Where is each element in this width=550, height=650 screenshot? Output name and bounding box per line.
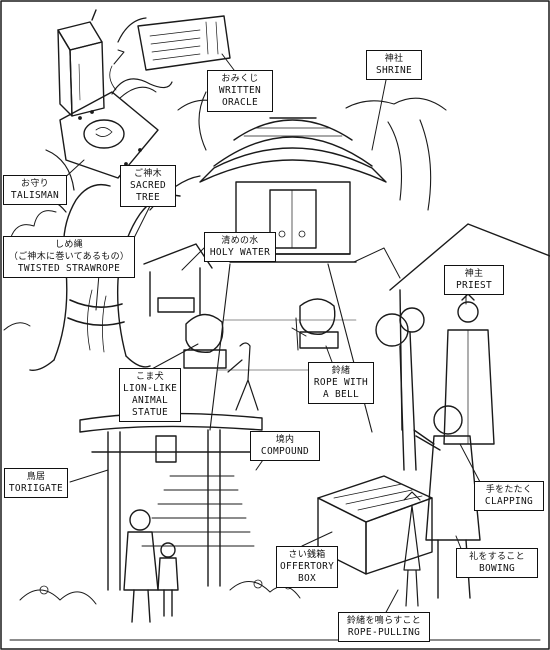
sacred-tree-drawing: [23, 149, 201, 371]
label-priest-en1: PRIEST: [455, 280, 493, 291]
label-holy-water: 清めの水 HOLY WATER: [204, 232, 276, 262]
label-lion-statue-en1: LION-LIKE: [123, 383, 178, 394]
label-shrine-jp: 神社: [384, 54, 404, 64]
label-rope-with-bell-en2: A BELL: [322, 389, 360, 400]
bells-and-ropes-drawing: [375, 307, 425, 471]
holy-water-pavilion-drawing: [143, 243, 213, 317]
label-rope-with-bell: 鈴緒 ROPE WITH A BELL: [308, 362, 374, 404]
label-sacred-tree-en2: TREE: [135, 192, 161, 203]
label-shimenawa-jp1: しめ縄: [55, 240, 83, 250]
label-compound-en1: COMPOUND: [260, 446, 310, 457]
label-torii-gate: 鳥居 TORIIGATE: [4, 468, 68, 498]
label-holy-water-jp: 清めの水: [221, 236, 259, 246]
label-offertory-box: さい銭箱 OFFERTORY BOX: [276, 546, 338, 588]
label-lion-statue-en3: STATUE: [131, 407, 169, 418]
label-lion-statue-jp: こま犬: [136, 372, 164, 382]
label-holy-water-en1: HOLY WATER: [209, 247, 271, 258]
label-rope-with-bell-en1: ROPE WITH: [313, 377, 369, 388]
lion-statues-drawing: [183, 298, 339, 369]
label-clapping-en1: CLAPPING: [484, 496, 534, 507]
label-talisman: お守り TALISMAN: [3, 175, 67, 205]
label-shimenawa: しめ縄 （ご神木に巻いてあるもの） TWISTED STRAWROPE: [3, 236, 135, 278]
label-torii-gate-en1: TORIIGATE: [8, 483, 64, 494]
label-priest: 神主 PRIEST: [444, 265, 504, 295]
mother-and-child-drawing: [123, 509, 179, 623]
label-offertory-box-jp: さい銭箱: [288, 550, 326, 560]
talisman-drawing: [59, 78, 173, 179]
label-omikuji-jp: おみくじ: [221, 74, 259, 84]
priest-drawing: [443, 293, 495, 445]
side-building-drawing: [353, 223, 550, 431]
label-offertory-box-en1: OFFERTORY: [280, 561, 335, 572]
label-sacred-tree-en1: SACRED: [129, 180, 167, 191]
label-clapping: 手をたたく CLAPPING: [474, 481, 544, 511]
label-talisman-en1: TALISMAN: [10, 190, 60, 201]
label-offertory-box-en2: BOX: [297, 573, 317, 584]
label-shimenawa-jp2: （ご神木に巻いてあるもの）: [8, 252, 130, 262]
label-omikuji-en1: WRITTEN: [218, 85, 262, 96]
label-rope-pulling: 鈴緒を鳴らすこと ROPE-PULLING: [338, 612, 430, 642]
label-omikuji-en2: ORACLE: [221, 97, 259, 108]
label-bowing-en1: BOWING: [478, 563, 516, 574]
label-bowing-jp: 礼をすること: [469, 552, 525, 562]
label-omikuji: おみくじ WRITTEN ORACLE: [207, 70, 273, 112]
label-shrine: 神社 SHRINE: [366, 50, 422, 80]
torii-gate-drawing: [79, 412, 263, 591]
label-lion-statue: こま犬 LION-LIKE ANIMAL STATUE: [119, 368, 181, 422]
label-torii-gate-jp: 鳥居: [26, 472, 46, 482]
label-rope-pulling-jp: 鈴緒を鳴らすこと: [346, 616, 422, 626]
label-shimenawa-en1: TWISTED STRAWROPE: [17, 263, 121, 274]
label-compound: 境内 COMPOUND: [250, 431, 320, 461]
main-shrine-building-drawing: [199, 117, 387, 263]
label-sacred-tree: ご神木 SACRED TREE: [120, 165, 176, 207]
label-rope-with-bell-jp: 鈴緒: [331, 366, 351, 376]
label-bowing: 礼をすること BOWING: [456, 548, 538, 578]
omikuji-box-drawing: [57, 9, 125, 117]
label-compound-jp: 境内: [275, 435, 295, 445]
label-rope-pulling-en1: ROPE-PULLING: [347, 627, 421, 638]
oracle-paper-drawing: [137, 15, 231, 71]
label-shrine-en1: SHRINE: [375, 65, 413, 76]
label-lion-statue-en2: ANIMAL: [131, 395, 169, 406]
label-priest-jp: 神主: [464, 269, 484, 279]
offertory-box-drawing: [317, 475, 433, 575]
label-talisman-jp: お守り: [21, 179, 49, 189]
label-sacred-tree-jp: ご神木: [134, 169, 162, 179]
label-clapping-jp: 手をたたく: [485, 485, 533, 495]
